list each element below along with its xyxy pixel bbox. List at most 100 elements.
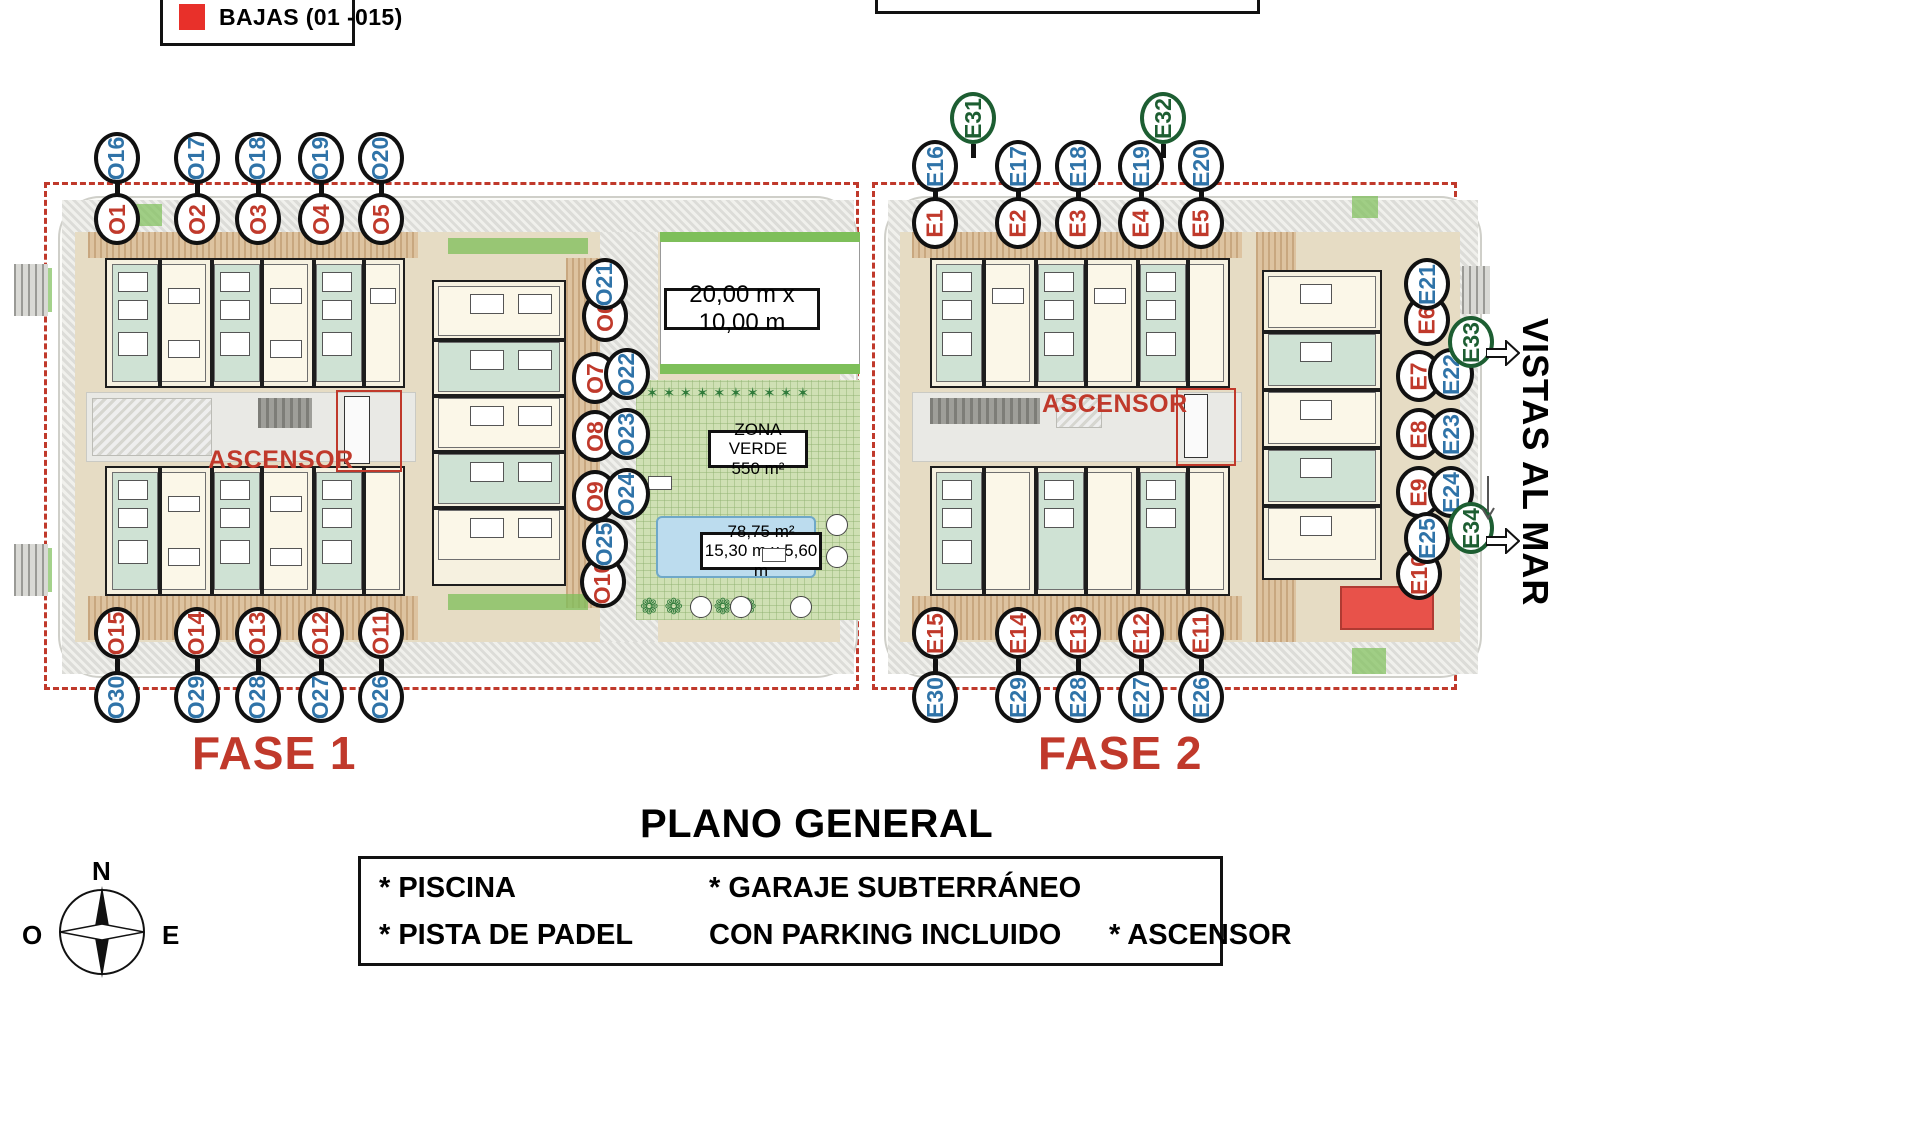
tag-stem — [256, 659, 261, 675]
unit-party-wall — [432, 506, 566, 510]
unit-room — [262, 472, 308, 590]
tag-e23[interactable]: E23 — [1428, 408, 1474, 460]
tag-o2[interactable]: O2 — [174, 193, 220, 245]
tag-e23-label: E23 — [1437, 413, 1464, 455]
tag-o17[interactable]: O17 — [174, 132, 220, 184]
phase1-ramp — [92, 398, 212, 456]
tag-o14[interactable]: O14 — [174, 607, 220, 659]
tag-o12-label: O12 — [307, 611, 334, 655]
tag-e1[interactable]: E1 — [912, 197, 958, 249]
tag-o11-label: O11 — [367, 611, 394, 655]
tag-e11[interactable]: E11 — [1178, 607, 1224, 659]
tag-e12[interactable]: E12 — [1118, 607, 1164, 659]
tag-o22[interactable]: O22 — [604, 348, 650, 400]
unit-party-wall — [158, 258, 162, 388]
tag-e25[interactable]: E25 — [1404, 512, 1450, 564]
tag-o3[interactable]: O3 — [235, 193, 281, 245]
tag-e33[interactable]: E33 — [1448, 316, 1494, 368]
tag-e22[interactable]: E22 — [1428, 348, 1474, 400]
tag-o5[interactable]: O5 — [358, 193, 404, 245]
tag-stem — [1139, 190, 1144, 202]
tag-o27[interactable]: O27 — [298, 671, 344, 723]
tag-e21[interactable]: E21 — [1404, 258, 1450, 310]
legend-bajas: BAJAS (01 -015) — [160, 0, 402, 46]
tag-o1[interactable]: O1 — [94, 193, 140, 245]
tag-stem — [1199, 190, 1204, 202]
tag-e5[interactable]: E5 — [1178, 197, 1224, 249]
tag-o16[interactable]: O16 — [94, 132, 140, 184]
tag-e3[interactable]: E3 — [1055, 197, 1101, 249]
unit-furniture — [118, 540, 148, 564]
unit-furniture — [220, 508, 250, 528]
tag-e27[interactable]: E27 — [1118, 671, 1164, 723]
compass-icon — [59, 886, 145, 978]
legend-ascensor: * ASCENSOR — [1109, 919, 1292, 951]
tag-o13[interactable]: O13 — [235, 607, 281, 659]
plano-general-title: PLANO GENERAL — [640, 802, 994, 846]
tag-e26[interactable]: E26 — [1178, 671, 1224, 723]
tag-o24[interactable]: O24 — [604, 468, 650, 520]
tag-o4[interactable]: O4 — [298, 193, 344, 245]
tag-e17-label: E17 — [1004, 145, 1031, 187]
tag-e32[interactable]: E32 — [1140, 92, 1186, 144]
tag-o25[interactable]: O25 — [582, 518, 628, 570]
tag-o19-label: O19 — [307, 136, 334, 180]
unit-furniture — [942, 540, 972, 564]
tag-o28-label: O28 — [244, 675, 271, 719]
tag-stem — [1076, 190, 1081, 202]
legend-col3-top — [1109, 869, 1292, 916]
tag-e14[interactable]: E14 — [995, 607, 1041, 659]
compass-west-label: O — [22, 920, 43, 950]
tag-e31-label: E31 — [959, 97, 986, 139]
tag-e16[interactable]: E16 — [912, 140, 958, 192]
unit-furniture — [942, 332, 972, 356]
unit-furniture — [270, 288, 302, 304]
tag-e30[interactable]: E30 — [912, 671, 958, 723]
tag-o20[interactable]: O20 — [358, 132, 404, 184]
tag-stem — [1161, 144, 1166, 158]
tag-o7-label: O7 — [581, 362, 608, 394]
tag-e20[interactable]: E20 — [1178, 140, 1224, 192]
unit-furniture — [1300, 516, 1332, 536]
tag-e28[interactable]: E28 — [1055, 671, 1101, 723]
tag-e29[interactable]: E29 — [995, 671, 1041, 723]
tag-e31[interactable]: E31 — [950, 92, 996, 144]
tag-stem — [1199, 659, 1204, 675]
tag-o29[interactable]: O29 — [174, 671, 220, 723]
unit-furniture — [322, 540, 352, 564]
tag-o19[interactable]: O19 — [298, 132, 344, 184]
unit-furniture — [220, 480, 250, 500]
tag-e2[interactable]: E2 — [995, 197, 1041, 249]
compass-rose: N O E — [22, 856, 182, 980]
tag-e15[interactable]: E15 — [912, 607, 958, 659]
unit-party-wall — [260, 258, 264, 388]
tag-stem — [1016, 659, 1021, 675]
view-arrow-icon — [1486, 528, 1520, 554]
parasol-icon — [730, 596, 752, 618]
tag-e18[interactable]: E18 — [1055, 140, 1101, 192]
unit-furniture — [270, 340, 302, 358]
tag-stem — [256, 182, 261, 196]
tag-e4[interactable]: E4 — [1118, 197, 1164, 249]
tag-o15[interactable]: O15 — [94, 607, 140, 659]
tag-o23[interactable]: O23 — [604, 408, 650, 460]
tag-e19[interactable]: E19 — [1118, 140, 1164, 192]
tag-o26[interactable]: O26 — [358, 671, 404, 723]
tag-o21[interactable]: O21 — [582, 258, 628, 310]
unit-furniture — [322, 332, 352, 356]
legend-piscina: * PISCINA — [379, 872, 516, 904]
tag-e17[interactable]: E17 — [995, 140, 1041, 192]
unit-furniture — [518, 406, 552, 426]
tag-e13[interactable]: E13 — [1055, 607, 1101, 659]
unit-furniture — [168, 548, 200, 566]
tag-o12[interactable]: O12 — [298, 607, 344, 659]
tag-o11[interactable]: O11 — [358, 607, 404, 659]
tag-o16-label: O16 — [103, 136, 130, 180]
tag-o28[interactable]: O28 — [235, 671, 281, 723]
tag-o18[interactable]: O18 — [235, 132, 281, 184]
vistas-al-mar-label: VISTAS AL MAR — [1514, 318, 1556, 607]
unit-furniture — [1146, 332, 1176, 356]
unit-party-wall — [1262, 388, 1382, 392]
tag-o30[interactable]: O30 — [94, 671, 140, 723]
site-stairs — [1462, 266, 1490, 314]
